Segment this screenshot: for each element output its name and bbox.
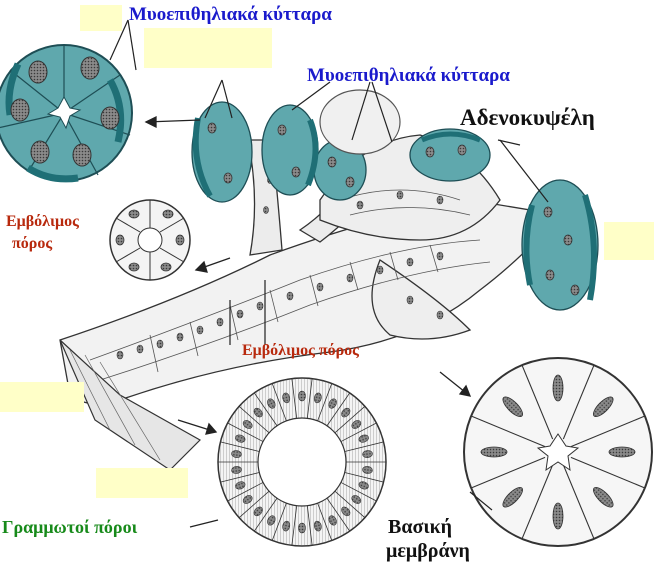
blank-box-left-middle (0, 382, 84, 412)
acini-cluster (191, 101, 599, 311)
blank-box-right (604, 222, 654, 260)
acini-nuclei (207, 122, 580, 296)
pale-acinus (319, 89, 401, 155)
acinus-cross-section-basement (463, 357, 653, 547)
blank-box-top-left (80, 5, 122, 31)
label-intercalated-duct-left-line1: Εμβόλιμος (6, 213, 79, 230)
label-intercalated-duct-center: Εμβόλιμος πόρος (242, 342, 359, 359)
label-myoepithelial-cells-middle: Μυοεπιθηλιακά κύτταρα (307, 65, 510, 86)
leader-lines (109, 19, 549, 528)
striated-duct-cross-section (217, 377, 387, 547)
pointer-arrows (144, 115, 472, 435)
label-acinus: Αδενοκυψέλη (460, 105, 595, 130)
label-intercalated-duct-left-line2: πόρος (12, 235, 53, 252)
acinus-cross-section-topleft (0, 44, 133, 183)
label-basement-membrane-line1: Βασική (388, 516, 453, 538)
blank-box-top-center (144, 28, 272, 68)
intercalated-duct-cross-section (109, 199, 191, 281)
blank-box-bottom-left (96, 468, 188, 498)
label-myoepithelial-cells-top: Μυοεπιθηλιακά κύτταρα (129, 4, 332, 25)
duct-nuclei (116, 176, 444, 360)
label-striated-ducts: Γραμμωτοί πόροι (2, 517, 138, 537)
label-basement-membrane-line2: μεμβράνη (386, 540, 470, 562)
